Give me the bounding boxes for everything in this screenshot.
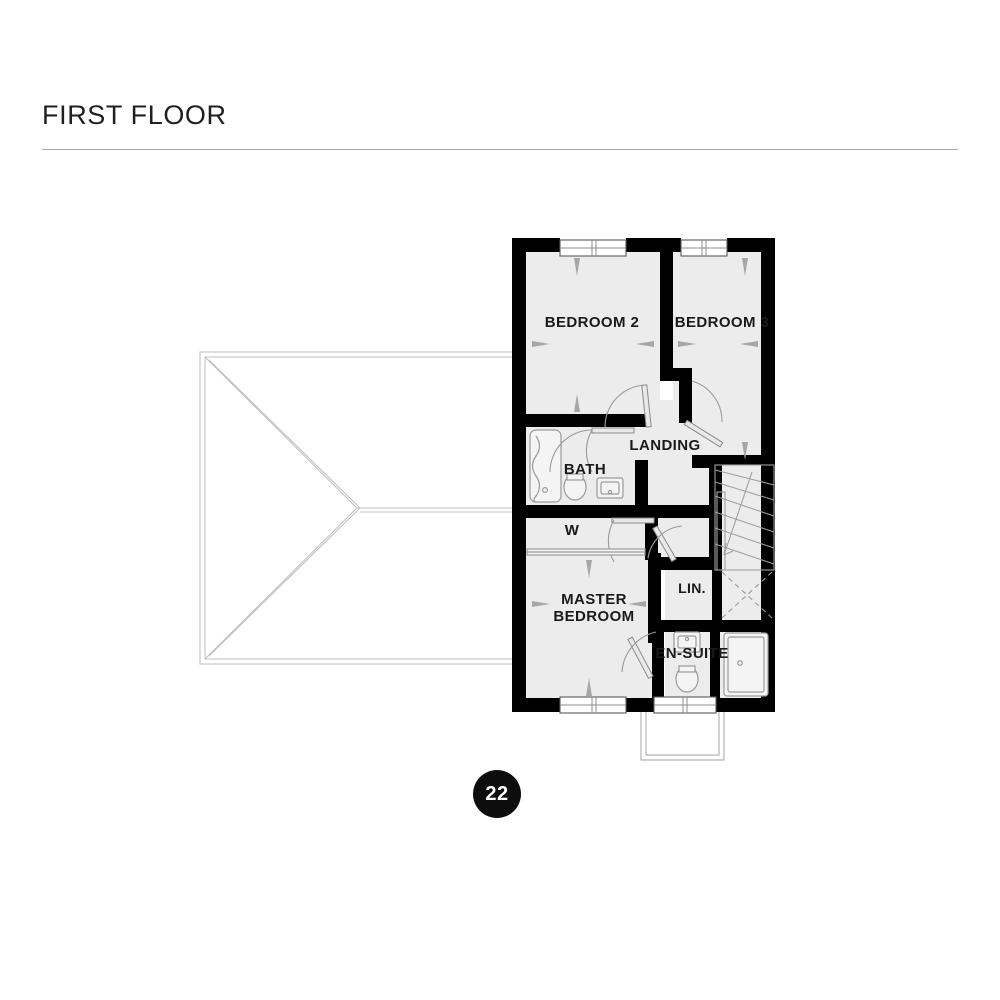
- room-label-master-line1: MASTER: [561, 591, 627, 608]
- window-master-bottom: [559, 696, 627, 714]
- room-label-bedroom2: BEDROOM 2: [545, 314, 639, 331]
- staircase: [714, 464, 775, 571]
- wardrobe-rail: [526, 548, 646, 556]
- window-bedroom3-top: [680, 239, 728, 257]
- window-bedroom2-top: [559, 239, 627, 257]
- door-linen: [647, 525, 683, 563]
- plot-number-text: 22: [485, 782, 509, 805]
- ensuite-basin-icon: [673, 631, 701, 653]
- room-label-wardrobe: W: [565, 522, 580, 539]
- garage-roof: [199, 351, 519, 665]
- window-ensuite-bottom: [653, 696, 717, 714]
- room-label-master-line2: BEDROOM: [553, 608, 634, 625]
- title-divider: [42, 149, 958, 150]
- ensuite-toilet-icon: [675, 665, 699, 693]
- toilet-icon: [563, 473, 587, 501]
- ensuite-fixtures: [673, 631, 769, 697]
- bath-fixtures: [529, 429, 624, 503]
- room-label-landing: LANDING: [629, 437, 700, 454]
- exterior-walls: [512, 238, 775, 712]
- door-ensuite: [621, 631, 657, 680]
- shower-icon: [723, 632, 769, 697]
- page-header: FIRST FLOOR: [42, 100, 958, 150]
- room-label-bath: BATH: [564, 461, 606, 478]
- windows: [559, 239, 728, 714]
- door-bedroom2: [604, 384, 652, 428]
- porch-canopy: [640, 712, 725, 761]
- room-label-linen: LIN.: [678, 580, 706, 596]
- doors: [526, 380, 724, 680]
- plot-number-badge: 22: [473, 770, 521, 818]
- bathtub-icon: [529, 429, 562, 503]
- basin-icon: [596, 477, 624, 499]
- dimension-arrows: [532, 258, 758, 696]
- internal-walls: [526, 251, 775, 700]
- room-labels: BEDROOM 2 BEDROOM 3 LANDING BATH W MASTE…: [545, 314, 769, 662]
- void-area: [721, 571, 773, 619]
- door-master: [607, 517, 655, 563]
- page-title: FIRST FLOOR: [42, 100, 227, 130]
- room-label-bedroom3: BEDROOM 3: [675, 314, 769, 331]
- room-label-ensuite: EN-SUITE: [655, 645, 728, 662]
- door-bath: [549, 427, 635, 473]
- door-bedroom3: [683, 380, 724, 448]
